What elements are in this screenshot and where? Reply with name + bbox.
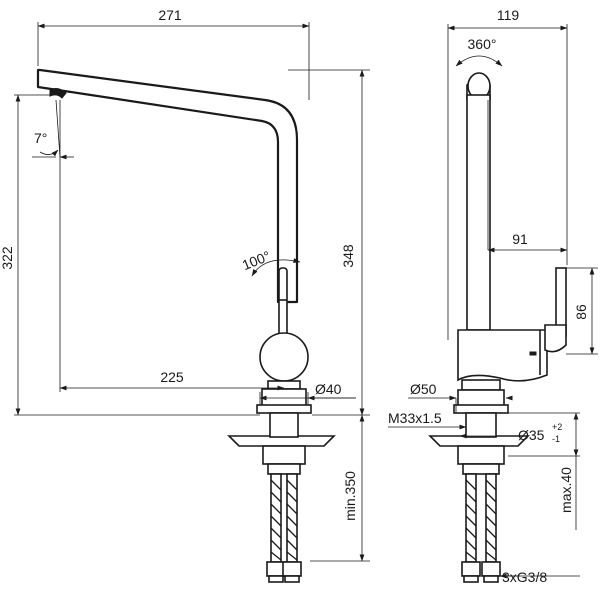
dim-271-label: 271 (158, 7, 182, 23)
front-mount-plate (227, 435, 336, 447)
side-nut (457, 445, 505, 465)
front-shank (269, 412, 299, 438)
front-hoses (266, 473, 302, 583)
front-nut-lower (267, 463, 301, 475)
angle-100-arc (251, 258, 301, 277)
side-nut-lower (462, 463, 500, 475)
side-hoses (461, 473, 501, 583)
side-view: 119 360° 91 86 Ø50 M33x1.5 Ø35 +2 -1 max… (388, 7, 598, 585)
dim-max40-label: max.40 (558, 467, 574, 513)
angle-7-arc (32, 99, 61, 158)
front-lever (278, 267, 288, 339)
front-body-bulb (259, 332, 309, 382)
dim-35-tol-lower: -1 (552, 434, 560, 444)
side-lever-mark (529, 351, 537, 356)
dim-40-label: Ø40 (315, 381, 342, 397)
front-nut (262, 445, 306, 465)
front-aerator (49, 88, 67, 99)
side-column (466, 94, 491, 331)
angle-7-lines (39, 149, 59, 157)
dim-350-label: min.350 (342, 471, 358, 521)
rotation-360-arc (455, 55, 503, 67)
dim-348-label: 348 (340, 244, 356, 268)
front-view: 271 322 348 225 Ø40 7° 100° min.350 (0, 7, 370, 583)
dim-35-label: Ø35 (518, 427, 545, 443)
front-base-ring (256, 404, 312, 414)
angle-7-label: 7° (34, 130, 47, 146)
side-base-neck (461, 379, 501, 391)
side-body (457, 329, 548, 382)
dim-86-label: 86 (573, 304, 589, 320)
dim-322-label: 322 (0, 246, 15, 270)
dim-50-label: Ø50 (410, 381, 437, 397)
side-shank (465, 412, 497, 438)
thread-label: M33x1.5 (388, 410, 442, 426)
connections-label: 3xG3/8 (502, 569, 547, 585)
front-extension-lines (14, 22, 370, 562)
dim-91-label: 91 (512, 231, 528, 247)
rotation-360-label: 360° (468, 36, 497, 52)
side-lever-hub (544, 324, 567, 353)
dim-35-tol-upper: +2 (552, 422, 562, 432)
side-base-ring (453, 404, 509, 414)
dim-119-label: 119 (497, 7, 520, 23)
dim-225-label: 225 (160, 369, 184, 385)
angle-100-label: 100° (240, 248, 273, 274)
